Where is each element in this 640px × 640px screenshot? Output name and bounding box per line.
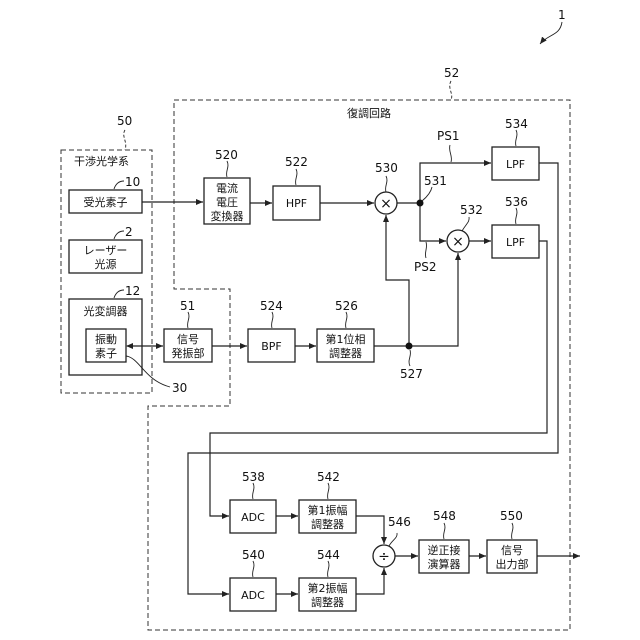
svg-text:調整器: 調整器 (329, 346, 362, 360)
svg-text:変換器: 変換器 (211, 209, 244, 223)
svg-text:逆正接: 逆正接 (428, 543, 461, 557)
svg-text:素子: 素子 (95, 347, 117, 360)
node-531: 531 (417, 174, 447, 207)
ref-531: 531 (424, 174, 447, 188)
ref-2: 2 (125, 225, 133, 239)
ref-542: 542 (317, 470, 340, 484)
svg-text:LPF: LPF (506, 236, 525, 249)
block-photo-detector[interactable]: 受光素子 10 (69, 175, 142, 213)
block-phase-adjuster[interactable]: 第1位相 調整器 526 (317, 299, 374, 362)
svg-text:HPF: HPF (286, 197, 307, 210)
figure-number: 1 (558, 8, 566, 22)
block-bpf[interactable]: BPF 524 (248, 299, 295, 362)
block-adc-540[interactable]: ADC 540 (230, 548, 276, 611)
svg-text:信号: 信号 (177, 333, 199, 346)
ref-546: 546 (388, 515, 411, 529)
svg-text:第1振幅: 第1振幅 (308, 503, 348, 517)
group-title-interference-optics: 干渉光学系 (74, 154, 129, 168)
svg-text:LPF: LPF (506, 158, 525, 171)
svg-text:受光素子: 受光素子 (84, 195, 128, 209)
svg-text:調整器: 調整器 (311, 517, 344, 531)
svg-text:×: × (380, 196, 392, 212)
svg-text:ADC: ADC (241, 589, 265, 602)
svg-text:演算器: 演算器 (428, 557, 461, 571)
svg-text:レーザー: レーザー (84, 244, 128, 257)
block-arctan-calculator[interactable]: 逆正接 演算器 548 (419, 509, 469, 573)
block-adc-538[interactable]: ADC 538 (230, 470, 276, 533)
ref-532: 532 (460, 203, 483, 217)
group-ref-52: 52 (444, 66, 459, 80)
signal-label-ps1: PS1 (437, 129, 460, 162)
signal-label-ps2: PS2 (414, 242, 437, 274)
ref-550: 550 (500, 509, 523, 523)
svg-text:×: × (452, 234, 464, 250)
block-amp-adjuster-542[interactable]: 第1振幅 調整器 542 (299, 470, 356, 533)
multiplier-532[interactable]: × 532 (447, 203, 483, 252)
svg-text:信号: 信号 (501, 544, 523, 557)
svg-text:光源: 光源 (95, 257, 117, 271)
svg-text:PS2: PS2 (414, 260, 437, 274)
svg-text:ADC: ADC (241, 511, 265, 524)
svg-text:第1位相: 第1位相 (326, 332, 366, 346)
svg-text:調整器: 調整器 (311, 595, 344, 609)
svg-text:発振部: 発振部 (172, 346, 205, 360)
ref-526: 526 (335, 299, 358, 313)
block-signal-oscillator[interactable]: 信号 発振部 51 (164, 299, 212, 362)
block-amp-adjuster-544[interactable]: 第2振幅 調整器 544 (299, 548, 356, 611)
ref-548: 548 (433, 509, 456, 523)
block-lpf-534[interactable]: LPF 534 (492, 117, 539, 180)
block-hpf[interactable]: HPF 522 (273, 155, 320, 220)
block-iv-converter[interactable]: 電流 電圧 変換器 520 (204, 148, 250, 224)
svg-text:÷: ÷ (378, 549, 390, 565)
ref-536: 536 (505, 195, 528, 209)
svg-text:第2振幅: 第2振幅 (308, 581, 348, 595)
ref-530: 530 (375, 161, 398, 175)
group-ref-50: 50 (117, 114, 132, 128)
svg-text:振動: 振動 (95, 332, 117, 346)
group-title-demodulation: 復調回路 (347, 106, 391, 120)
ref-520: 520 (215, 148, 238, 162)
svg-text:光変調器: 光変調器 (84, 304, 128, 318)
ref-544: 544 (317, 548, 340, 562)
svg-text:出力部: 出力部 (496, 557, 529, 571)
block-signal-output[interactable]: 信号 出力部 550 (487, 509, 537, 573)
block-laser-source[interactable]: レーザー 光源 2 (69, 225, 142, 273)
ref-534: 534 (505, 117, 528, 131)
node-527: 527 (400, 343, 423, 382)
ref-10: 10 (125, 175, 140, 189)
multiplier-530[interactable]: × 530 (375, 161, 398, 214)
ref-522: 522 (285, 155, 308, 169)
svg-text:BPF: BPF (261, 340, 282, 353)
ref-540: 540 (242, 548, 265, 562)
svg-text:電圧: 電圧 (216, 196, 238, 209)
svg-text:電流: 電流 (216, 181, 238, 195)
divider-546[interactable]: ÷ 546 (373, 515, 411, 567)
ref-538: 538 (242, 470, 265, 484)
ref-527: 527 (400, 367, 423, 381)
figure-reference: 1 (540, 8, 566, 44)
svg-text:PS1: PS1 (437, 129, 460, 143)
block-lpf-536[interactable]: LPF 536 (492, 195, 539, 258)
ref-12: 12 (125, 284, 140, 298)
ref-51: 51 (180, 299, 195, 313)
ref-30: 30 (172, 381, 187, 395)
ref-524: 524 (260, 299, 283, 313)
